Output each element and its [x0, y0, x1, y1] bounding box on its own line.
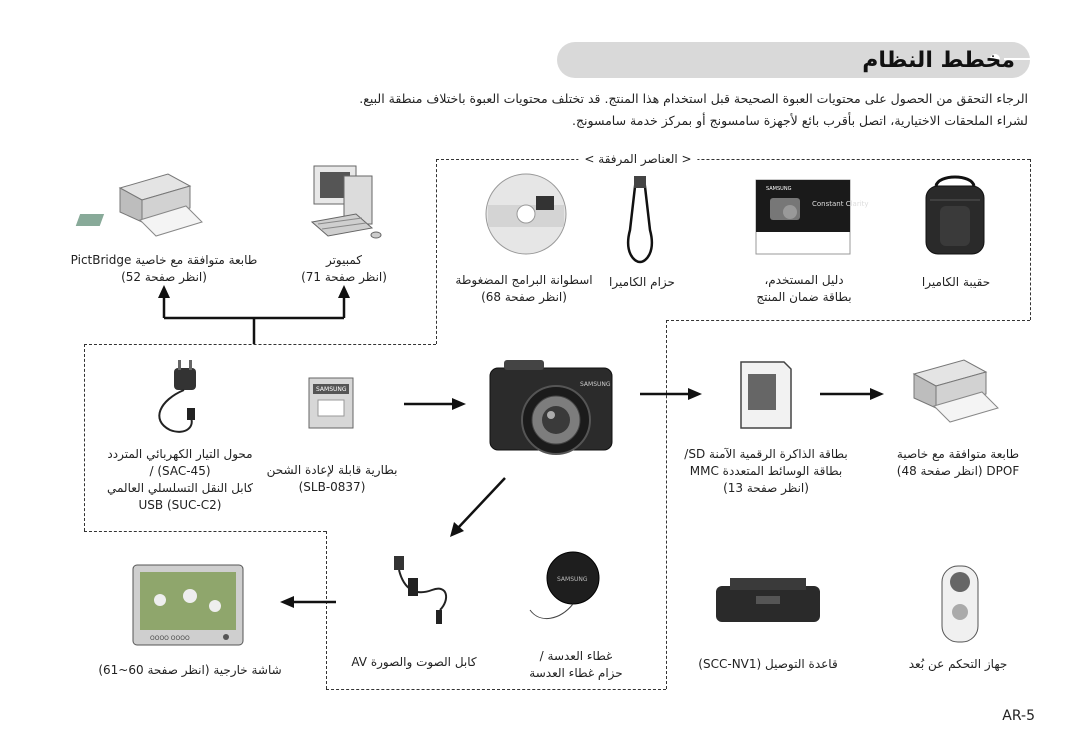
adapter-usb-label: محول التيار الكهربائي المتردد (SAC-45) /… — [107, 446, 253, 514]
software-cd-text: اسطوانة البرامج المضغوطة — [455, 273, 593, 287]
included-border-bottom — [326, 689, 666, 690]
printer-dpof-page: DPOF (انظر صفحة 48) — [896, 464, 1020, 478]
mmc-card-text: بطاقة الوسائط المتعددة MMC — [689, 464, 843, 478]
printer-pictbridge-page: (انظر صفحة 52) — [121, 270, 207, 284]
intro-line-2: لشراء الملحقات الاختيارية، اتصل بأقرب با… — [571, 113, 1028, 128]
software-cd-page: (انظر صفحة 68) — [481, 290, 567, 304]
computer-label: كمبيوتر (انظر صفحة 71) — [301, 252, 387, 286]
av-cable-image — [394, 556, 448, 624]
manual-label: دليل المستخدم، بطاقة ضمان المنتج — [756, 272, 851, 306]
included-border-right-lower — [666, 320, 667, 689]
page-title: مخطط النظام — [862, 48, 1015, 73]
adapter-text: محول التيار الكهربائي المتردد — [107, 447, 253, 461]
cradle-text: قاعدة التوصيل (SCC-NV1) — [698, 657, 838, 671]
remote-label: جهاز التحكم عن بُعد — [909, 656, 1008, 673]
printer-dpof-text: طابعة متوافقة مع خاصية — [896, 447, 1020, 461]
included-border-left-upper — [436, 159, 437, 344]
included-items-heading: < العناصر المرفقة > — [578, 152, 698, 166]
computer-page: (انظر صفحة 71) — [301, 270, 387, 284]
software-cd-image — [485, 173, 567, 255]
manual-text: دليل المستخدم، — [764, 273, 844, 287]
software-cd-label: اسطوانة البرامج المضغوطة (انظر صفحة 68) — [455, 272, 592, 306]
av-cable-label: كابل الصوت والصورة AV — [351, 654, 476, 671]
sd-card-text: بطاقة الذاكرة الرقمية الآمنة SD/ — [684, 447, 848, 461]
included-border-right-step — [666, 320, 1030, 321]
battery-image — [308, 377, 354, 429]
page-number: AR-5 — [1002, 708, 1035, 724]
included-border-left — [84, 344, 85, 531]
camera-case-image — [925, 175, 985, 255]
manual-brand-text: SAMSUNG — [766, 186, 792, 192]
tv-text: شاشة خارجية (انظر صفحة 60~61) — [98, 663, 282, 677]
computer-image — [310, 165, 382, 239]
av-cable-text: كابل الصوت والصورة AV — [351, 655, 477, 669]
warranty-card-text: بطاقة ضمان المنتج — [756, 290, 852, 304]
printer-pictbridge-text: طابعة متوافقة مع خاصية PictBridge — [70, 253, 258, 267]
intro-line-1: الرجاء التحقق من الحصول على محتويات العب… — [359, 91, 1028, 106]
included-border-left-lower — [326, 531, 327, 689]
title-decoration-line — [1004, 58, 1030, 60]
ac-adapter-image — [158, 360, 196, 433]
battery-text: بطارية قابلة لإعادة الشحن — [266, 463, 398, 477]
connection-arrows — [158, 285, 884, 608]
printer-dpof-image — [912, 359, 999, 423]
lens-cap-image — [529, 551, 600, 619]
included-border-bottom-left — [84, 531, 326, 532]
strap-text: حزام الكاميرا — [609, 275, 675, 289]
lens-cap-label: غطاء العدسة / حزام غطاء العدسة — [529, 648, 622, 682]
title-bar — [557, 42, 1030, 78]
printer-dpof-label: طابعة متوافقة مع خاصية DPOF (انظر صفحة 4… — [897, 446, 1020, 480]
sd-card-image — [740, 361, 792, 429]
remote-control-image — [941, 565, 979, 643]
sd-card-page: (انظر صفحة 13) — [723, 481, 809, 495]
lens-cap-text: غطاء العدسة / — [539, 649, 613, 663]
cradle-image — [716, 578, 820, 622]
manual-cover-text: Constant Clarity — [812, 200, 869, 208]
strap-label: حزام الكاميرا — [609, 274, 675, 291]
printer-pictbridge-image — [75, 173, 203, 237]
usb-cable-model: USB (SUC-C2) — [138, 498, 222, 512]
lens-cap-brand-text: SAMSUNG — [557, 576, 588, 583]
remote-text: جهاز التحكم عن بُعد — [908, 657, 1008, 671]
camera-case-text: حقيبة الكاميرا — [921, 275, 991, 289]
strap-image — [626, 176, 654, 264]
title-bullet-icon — [990, 54, 1000, 64]
included-border-top — [436, 159, 1030, 160]
user-manual-image — [755, 179, 851, 255]
included-border-right — [1030, 159, 1031, 320]
battery-brand-text: SAMSUNG — [316, 386, 347, 393]
tv-label: شاشة خارجية (انظر صفحة 60~61) — [98, 662, 281, 679]
tv-buttons-text: OOOO OOOO — [150, 635, 190, 642]
computer-text: كمبيوتر — [325, 253, 363, 267]
battery-label: بطارية قابلة لإعادة الشحن (SLB-0837) — [267, 462, 398, 496]
camera-image — [489, 360, 613, 455]
tv-image — [132, 564, 244, 646]
usb-cable-text: كابل النقل التسلسلي العالمي — [106, 481, 254, 495]
battery-model: (SLB-0837) — [298, 480, 366, 494]
cradle-label: قاعدة التوصيل (SCC-NV1) — [698, 656, 837, 673]
sd-card-label: بطاقة الذاكرة الرقمية الآمنة SD/ بطاقة ا… — [684, 446, 847, 497]
adapter-model: (SAC-45) / — [149, 464, 211, 478]
printer-pictbridge-label: طابعة متوافقة مع خاصية PictBridge (انظر … — [71, 252, 258, 286]
lens-cap-strap-text: حزام غطاء العدسة — [529, 666, 623, 680]
camera-case-label: حقيبة الكاميرا — [922, 274, 990, 291]
included-border-step — [84, 344, 436, 345]
camera-brand-text: SAMSUNG — [580, 381, 611, 388]
